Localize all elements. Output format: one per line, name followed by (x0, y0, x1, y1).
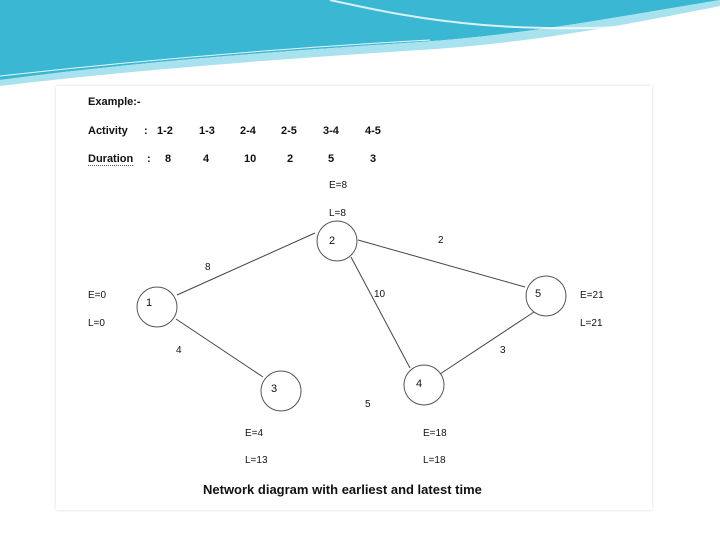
edge-1-3 (176, 319, 263, 377)
edge-4-5 (437, 312, 534, 376)
node-1-earliest: E=0 (88, 290, 106, 301)
node-circle-5 (526, 276, 566, 316)
node-5-earliest: E=21 (580, 290, 604, 301)
node-label-4: 4 (416, 378, 422, 390)
node-circle-3 (261, 371, 301, 411)
node-5-latest: L=21 (580, 318, 603, 329)
edge-1-2 (177, 233, 315, 295)
node-2-earliest: E=8 (329, 180, 347, 191)
node-3-latest: L=13 (245, 455, 268, 466)
edge-weight-1-2: 8 (205, 262, 211, 273)
edge-weight-4-5: 3 (500, 345, 506, 356)
node-label-1: 1 (146, 297, 152, 309)
diagram-caption: Network diagram with earliest and latest… (203, 482, 482, 497)
node-1-latest: L=0 (88, 318, 105, 329)
node-label-3: 3 (271, 383, 277, 395)
node-label-2: 2 (329, 235, 335, 247)
edge-weight-2-5: 2 (438, 235, 444, 246)
edge-weight-2-4: 10 (374, 289, 385, 300)
node-circle-2 (317, 221, 357, 261)
edge-weight-1-3: 4 (176, 345, 182, 356)
node-4-latest: L=18 (423, 455, 446, 466)
node-label-5: 5 (535, 288, 541, 300)
node-circle-1 (137, 287, 177, 327)
node-3-earliest: E=4 (245, 428, 263, 439)
node-2-latest: L=8 (329, 208, 346, 219)
edge-2-4 (351, 257, 410, 368)
edge-2-5 (358, 240, 525, 287)
node-circle-4 (404, 365, 444, 405)
edge-weight-3-4: 5 (365, 399, 371, 410)
node-4-earliest: E=18 (423, 428, 447, 439)
